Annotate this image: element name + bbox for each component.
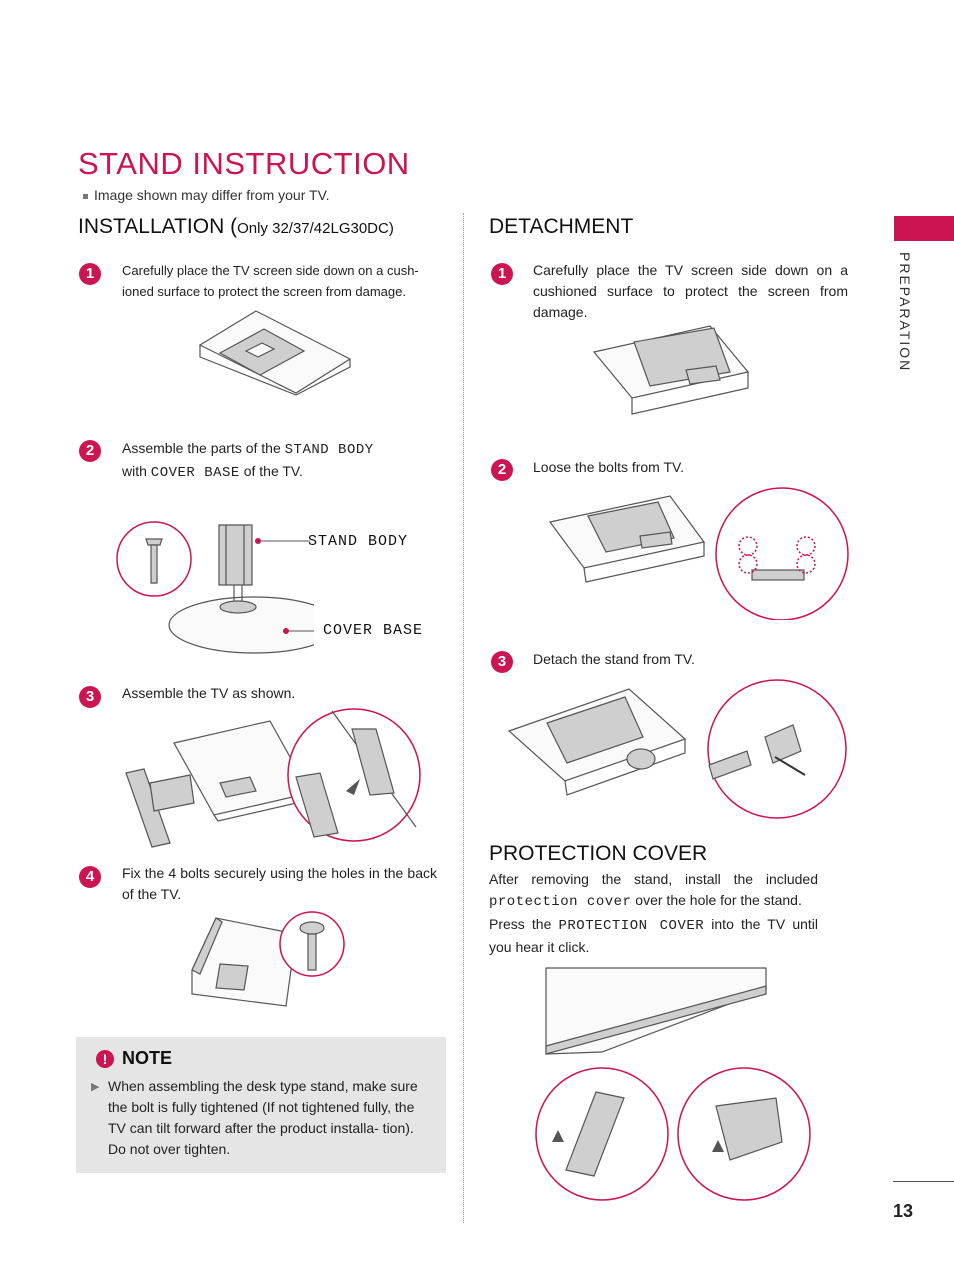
step-number: 1 [491, 263, 513, 285]
step-number: 3 [491, 651, 513, 673]
protection-cover-text-1: After removing the stand, install the in… [489, 871, 818, 910]
installation-heading: INSTALLATION (Only 32/37/42LG30DC) [78, 215, 394, 238]
section-tab [894, 216, 954, 241]
page-title: STAND INSTRUCTION [78, 146, 410, 181]
detach-step-2-text: Loose the bolts from TV. [533, 459, 684, 475]
section-tab-label: PREPARATION [897, 252, 913, 373]
install-step-4-text: Fix the 4 bolts securely using the holes… [122, 865, 437, 902]
page-number-rule [893, 1181, 954, 1182]
protection-cover-text-2: Press the PROTECTION COVER into the TV u… [489, 916, 818, 955]
cover-base-label: COVER BASE [323, 622, 424, 639]
step-number: 3 [79, 686, 101, 708]
detach-step-3-text: Detach the stand from TV. [533, 651, 695, 667]
note-heading: NOTE [122, 1048, 173, 1068]
stand-assembly-illustration [116, 521, 314, 654]
loosen-bolts-illustration [548, 487, 849, 620]
column-divider [463, 213, 464, 1223]
install-step-1-text: Carefully place the TV screen side down … [122, 263, 419, 299]
detach-step-1-text: Carefully place the TV screen side down … [533, 262, 848, 320]
step-number: 2 [491, 459, 513, 481]
exclamation-icon: ! [96, 1050, 114, 1068]
detachment-heading: DETACHMENT [489, 215, 634, 238]
protection-cover-illustration [535, 967, 811, 1201]
tv-assembly-illustration [125, 708, 421, 848]
step-number: 4 [79, 866, 101, 888]
note-text: When assembling the desk type stand, mak… [108, 1078, 418, 1157]
detach-stand-illustration [507, 679, 847, 819]
bolt-fixing-illustration [191, 911, 345, 1007]
install-step-3-text: Assemble the TV as shown. [122, 685, 296, 701]
protection-cover-heading: PROTECTION COVER [489, 842, 708, 865]
stand-body-label: STAND BODY [308, 533, 409, 550]
step-number: 2 [79, 440, 101, 462]
image-disclaimer: Image shown may differ from your TV. [83, 187, 330, 203]
tv-face-down-illustration [592, 325, 750, 415]
note-bullet: ▶ [91, 1081, 100, 1093]
square-bullet-icon [83, 193, 88, 199]
tv-on-cushion-illustration [198, 310, 352, 396]
step-number: 1 [79, 263, 101, 285]
page-number: 13 [893, 1201, 914, 1221]
note-box: ! NOTE ▶ When assembling the desk type s… [76, 1037, 446, 1173]
